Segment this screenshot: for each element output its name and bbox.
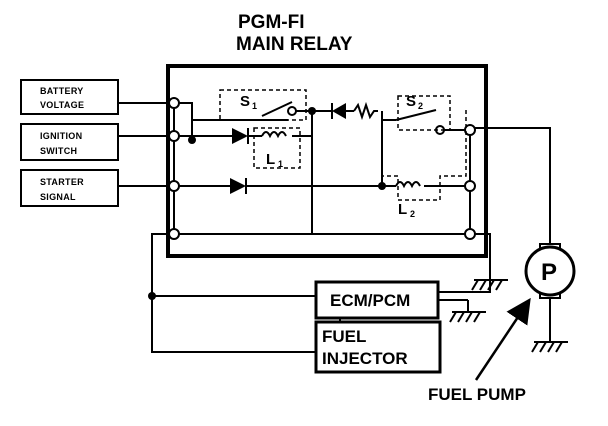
switch-s2-label: S xyxy=(406,93,416,110)
fuel-injector-box: FUEL INJECTOR xyxy=(314,320,442,374)
main-relay-housing xyxy=(166,64,488,258)
diode-starter xyxy=(230,178,247,194)
ecm-pcm-label: ECM/PCM xyxy=(330,291,410,310)
fuel-pump-arrow xyxy=(474,297,531,381)
title-line-2: MAIN RELAY xyxy=(236,34,353,55)
coil-l1-enclosure xyxy=(253,127,301,169)
fuel-injector-label-2: INJECTOR xyxy=(322,349,408,368)
diode-relay xyxy=(331,103,346,119)
terminals xyxy=(168,97,476,240)
fuel-pump: P xyxy=(524,243,576,299)
ignition-switch-label-2: SWITCH xyxy=(40,146,77,156)
switch-s1-label: S xyxy=(240,93,250,110)
fuel-injector-label-1: FUEL xyxy=(322,327,366,346)
starter-signal-label-1: STARTER xyxy=(40,177,84,187)
switch-s2-sub: 2 xyxy=(418,101,423,111)
battery-voltage-label-2: VOLTAGE xyxy=(40,100,84,110)
coil-l2-sub: 2 xyxy=(410,209,415,219)
ground-relay xyxy=(471,279,508,291)
ecm-pcm-box: ECM/PCM xyxy=(314,280,440,320)
pump-motor-symbol xyxy=(524,245,576,297)
title-line-1: PGM-FI xyxy=(238,12,305,33)
starter-signal-label-2: SIGNAL xyxy=(40,192,76,202)
ignition-switch-label-1: IGNITION xyxy=(40,131,82,141)
starter-signal-box: STARTER SIGNAL xyxy=(20,169,119,207)
coil-l1-winding xyxy=(261,131,287,139)
battery-voltage-label-1: BATTERY xyxy=(40,86,84,96)
coil-l1-label: L xyxy=(266,151,275,168)
coil-l1-sub: 1 xyxy=(278,159,283,169)
ground-ecm xyxy=(449,311,486,323)
switch-s2-enclosure xyxy=(397,95,451,131)
diode-ignition xyxy=(232,128,249,144)
battery-voltage-box: BATTERY VOLTAGE xyxy=(20,79,119,115)
switch-s1-sub: 1 xyxy=(252,101,257,111)
coil-l2-label: L xyxy=(398,201,407,218)
relay-s2-l2-enclosure xyxy=(381,110,467,201)
switch-s1-enclosure xyxy=(219,89,307,121)
ground-pump xyxy=(531,341,568,353)
pump-symbol-letter: P xyxy=(541,259,557,286)
coil-l2-winding xyxy=(395,181,421,189)
ignition-switch-box: IGNITION SWITCH xyxy=(20,123,119,161)
fuel-pump-label: FUEL PUMP xyxy=(428,385,526,404)
junction-dots xyxy=(148,107,386,300)
switch-s1-contact xyxy=(261,101,293,117)
